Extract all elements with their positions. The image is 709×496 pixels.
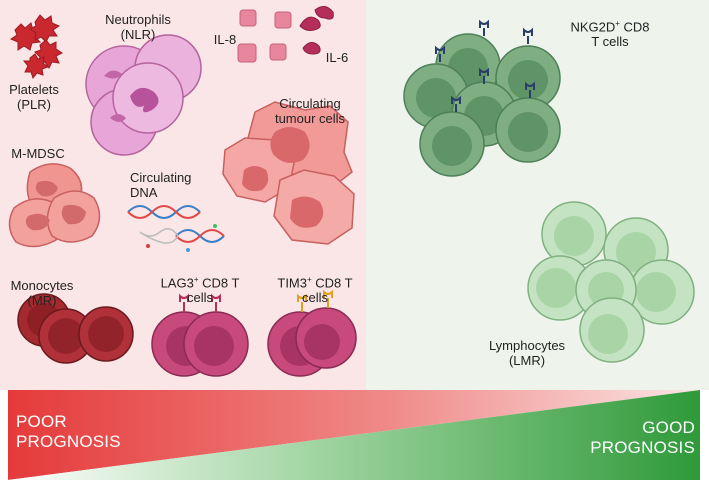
platelets-icon bbox=[9, 14, 63, 80]
monocytes-label: Monocytes(MR) bbox=[10, 278, 74, 308]
m-mdsc-icon bbox=[8, 163, 101, 248]
good-prognosis-wedge bbox=[8, 390, 700, 480]
platelets-label: Platelets(PLR) bbox=[9, 82, 59, 112]
tim3-label: TIM3+ CD8 T cells bbox=[277, 275, 353, 306]
neutrophils-label: Neutrophils(NLR) bbox=[105, 12, 171, 42]
nkg2d-label: NKG2D+ CD8 T cells bbox=[570, 19, 650, 50]
il6-label: IL-6 bbox=[325, 50, 349, 65]
tim3-t-cells-icon bbox=[267, 289, 357, 377]
neutrophils-icon bbox=[85, 34, 202, 156]
lymphocytes-icon bbox=[527, 201, 695, 363]
nkg2d-t-cells-icon bbox=[403, 19, 561, 177]
lag3-t-cells-icon bbox=[151, 293, 249, 377]
circulating-dna-icon bbox=[127, 205, 225, 252]
il8-label: IL-8 bbox=[213, 32, 237, 47]
m-mdsc-label: M-MDSC bbox=[11, 146, 65, 161]
il6-cytokines-icon bbox=[299, 6, 334, 55]
il8-cytokines-icon bbox=[237, 9, 292, 63]
circulating-tumour-cells-icon bbox=[222, 101, 355, 245]
monocytes-icon bbox=[17, 293, 134, 364]
lag3-label: LAG3+ CD8 T cells bbox=[160, 275, 240, 306]
lymphocytes-label: Lymphocytes(LMR) bbox=[488, 338, 566, 368]
